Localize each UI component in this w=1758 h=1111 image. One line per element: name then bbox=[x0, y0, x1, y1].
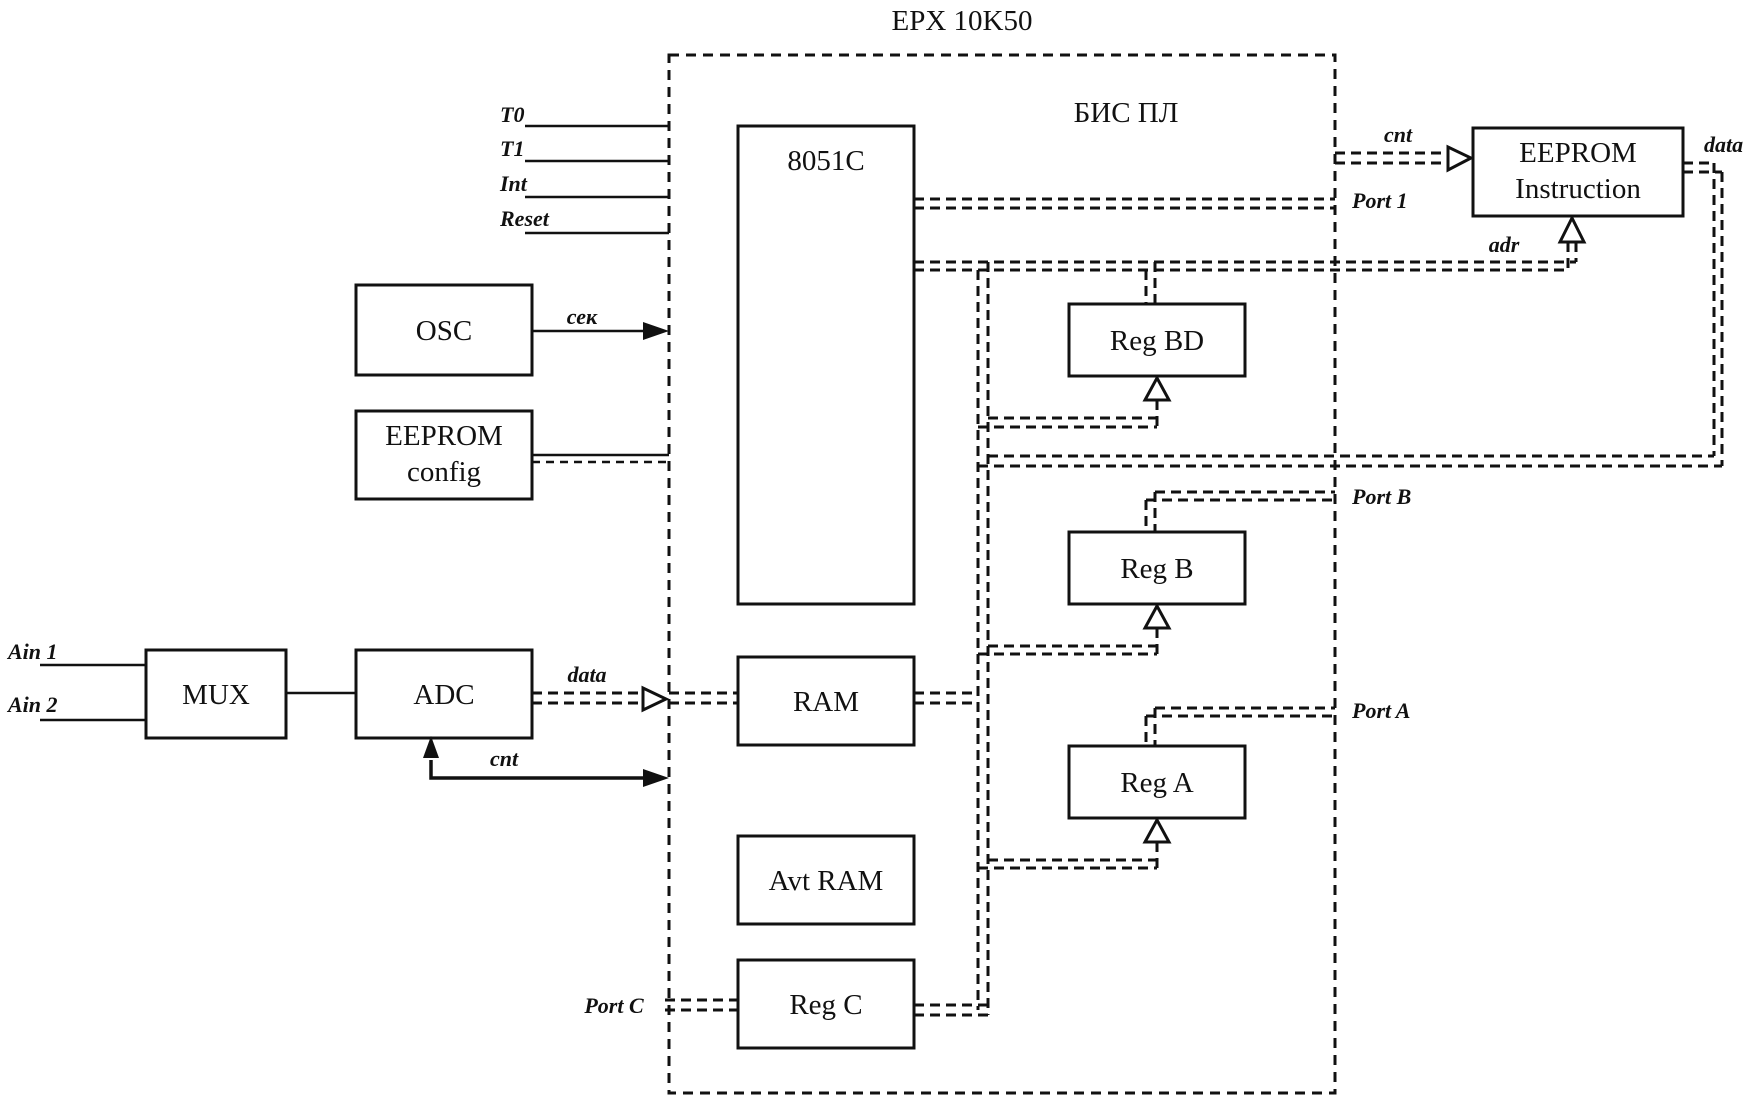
cpu-8051c-label: 8051C bbox=[787, 145, 864, 177]
avt-ram-block bbox=[736, 834, 916, 926]
adc-label: ADC bbox=[413, 679, 474, 711]
osc-arrowhead bbox=[643, 322, 669, 340]
ain1-label: Ain 1 bbox=[6, 639, 58, 664]
eeprom-config-block bbox=[354, 409, 534, 501]
reg-bd-label: Reg BD bbox=[1110, 325, 1204, 357]
reg-bd-clock-triangle bbox=[1142, 374, 1172, 402]
signal-reset-label: Reset bbox=[499, 206, 550, 231]
eeprom-instruction-block bbox=[1471, 126, 1685, 218]
adc-cnt-right-arrowhead bbox=[643, 769, 669, 787]
reg-a-label: Reg A bbox=[1120, 767, 1193, 799]
port-b-label: Port B bbox=[1351, 484, 1411, 509]
chip-label: БИС ПЛ bbox=[1074, 97, 1179, 129]
adc-cnt-up-arrowhead bbox=[423, 736, 439, 758]
eeprom-config-label-line2: config bbox=[407, 456, 481, 488]
ram-block bbox=[736, 655, 916, 747]
ain2-label: Ain 2 bbox=[6, 692, 58, 717]
eeprom-data-label: data bbox=[1704, 132, 1743, 157]
cpu-8051c-block bbox=[736, 124, 916, 606]
eeprom-instruction-label-line2: Instruction bbox=[1515, 173, 1641, 205]
eeprom-instruction-label-line1: EEPROM bbox=[1519, 137, 1637, 169]
eeprom-adr-label: adr bbox=[1489, 232, 1520, 257]
port-1-label: Port 1 bbox=[1351, 188, 1408, 213]
port-c-label: Port C bbox=[583, 993, 644, 1018]
eeprom-config-label-line1: EEPROM bbox=[385, 420, 503, 452]
eeprom-adr-triangle bbox=[1557, 214, 1587, 244]
reg-c-label: Reg C bbox=[789, 989, 862, 1021]
mux-block bbox=[144, 648, 288, 740]
signal-t0-label: T0 bbox=[500, 102, 524, 127]
reg-a-clock-triangle bbox=[1142, 816, 1172, 844]
internal-bus bbox=[914, 197, 1722, 1017]
reg-b-block bbox=[1067, 530, 1247, 606]
adc-cnt-label: cnt bbox=[490, 746, 519, 771]
avt-ram-label: Avt RAM bbox=[769, 865, 884, 897]
signal-int-label: Int bbox=[499, 171, 528, 196]
signal-t1-label: T1 bbox=[500, 136, 524, 161]
reg-b-clock-triangle bbox=[1142, 602, 1172, 630]
osc-out-label: сек bbox=[567, 304, 598, 329]
adc-data-triangle bbox=[641, 685, 670, 713]
port-a-label: Port A bbox=[1351, 698, 1410, 723]
mux-label: MUX bbox=[182, 679, 250, 711]
reg-b-label: Reg B bbox=[1120, 553, 1193, 585]
eeprom-cnt-triangle bbox=[1446, 144, 1475, 173]
control-inputs: T0 T1 Int Reset bbox=[499, 102, 669, 235]
fpga-chip-boundary bbox=[667, 53, 1337, 1095]
analog-inputs: Ain 1 Ain 2 bbox=[6, 639, 146, 722]
ram-label: RAM bbox=[793, 686, 859, 718]
eeprom-cnt-label: cnt bbox=[1384, 122, 1413, 147]
reg-a-block bbox=[1067, 744, 1247, 820]
reg-bd-block bbox=[1067, 302, 1247, 378]
reg-c-block bbox=[736, 958, 916, 1050]
adc-data-label: data bbox=[567, 662, 606, 687]
osc-label: OSC bbox=[416, 315, 472, 347]
osc-block bbox=[354, 283, 534, 377]
diagram-title: EPX 10K50 bbox=[892, 5, 1033, 37]
